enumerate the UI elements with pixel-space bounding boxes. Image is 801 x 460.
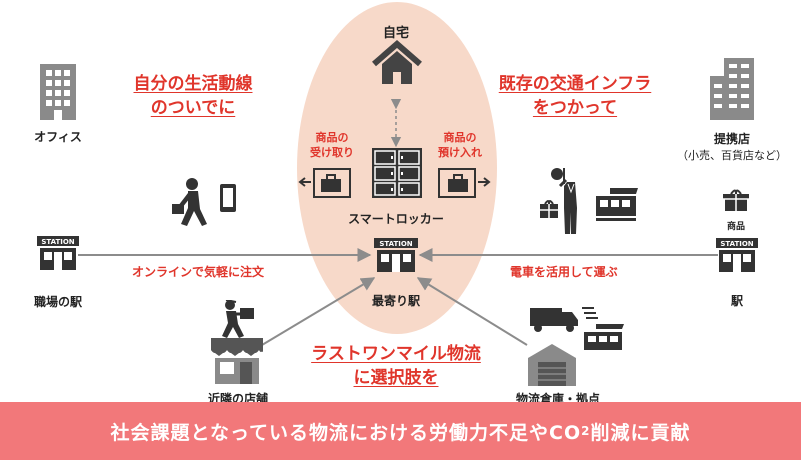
nearby-store-icon [211,338,263,384]
logistics-warehouse-icon [528,307,624,386]
headline-left: 自分の生活動線 のついでに [118,72,268,120]
online-order-label: オンラインで気軽に注文 [132,265,265,279]
pickup-arrow [298,177,311,187]
nearest-station-icon: STATION [374,238,418,272]
banner-text-sub: 2 [581,424,591,438]
deposit-label-line1: 商品の [443,131,477,144]
arrow-nearby-store [261,277,376,346]
house-icon [372,40,422,84]
package-pickup-icon [313,168,351,198]
pickup-label-line1: 商品の [315,131,349,144]
headline-left-line1: 自分の生活動線 [133,74,253,94]
deposit-label-line2: 預け入れ [438,146,482,159]
headline-left-line2: のついでに [150,98,236,118]
smart-locker-label: スマートロッカー [348,212,444,226]
nearest-station-sign: STATION [379,240,412,248]
walking-businessman-icon [172,178,236,226]
delivery-runner-icon [222,300,254,338]
right-station-sign: STATION [720,240,753,248]
partner-store-sublabel: （小売、百貨店など） [677,149,787,162]
office-label: オフィス [34,130,82,144]
banner-text-before: 社会課題となっている物流における労働力不足やCO [110,421,582,444]
arrow-warehouse [416,277,528,346]
smart-locker-icon [372,148,422,198]
nearest-station-label: 最寄り駅 [371,294,420,308]
work-station-icon: STATION [37,236,79,270]
partner-store-label: 提携店 [713,132,750,146]
headline-right-line2: をつかって [532,98,618,118]
right-station-icon: STATION [716,238,758,272]
package-deposit-icon [438,168,476,198]
goods-label: 商品 [726,222,745,232]
headline-bottom-line2: に選択肢を [353,368,439,388]
train-transport-label: 電車を活用して運ぶ [510,265,618,279]
gift-box-icon [723,189,749,211]
deposit-arrow [478,177,491,187]
headline-bottom-line1: ラストワンマイル物流 [311,344,481,364]
banner-text-after: 削減に貢献 [590,421,691,444]
deposit-label: 商品の 預け入れ [428,130,492,160]
partner-store-building-icon [710,58,754,120]
work-station-label: 職場の駅 [33,295,82,309]
office-building-icon [40,64,76,120]
headline-bottom: ラストワンマイル物流 に選択肢を [296,342,496,390]
train-commuter-icon [540,168,638,234]
right-station-label: 駅 [730,294,743,308]
headline-right: 既存の交通インフラ をつかって [490,72,660,120]
work-station-sign: STATION [41,238,74,246]
pickup-label: 商品の 受け取り [300,130,364,160]
pickup-label-line2: 受け取り [310,146,354,159]
home-label: 自宅 [382,26,409,41]
headline-right-line1: 既存の交通インフラ [498,74,652,94]
